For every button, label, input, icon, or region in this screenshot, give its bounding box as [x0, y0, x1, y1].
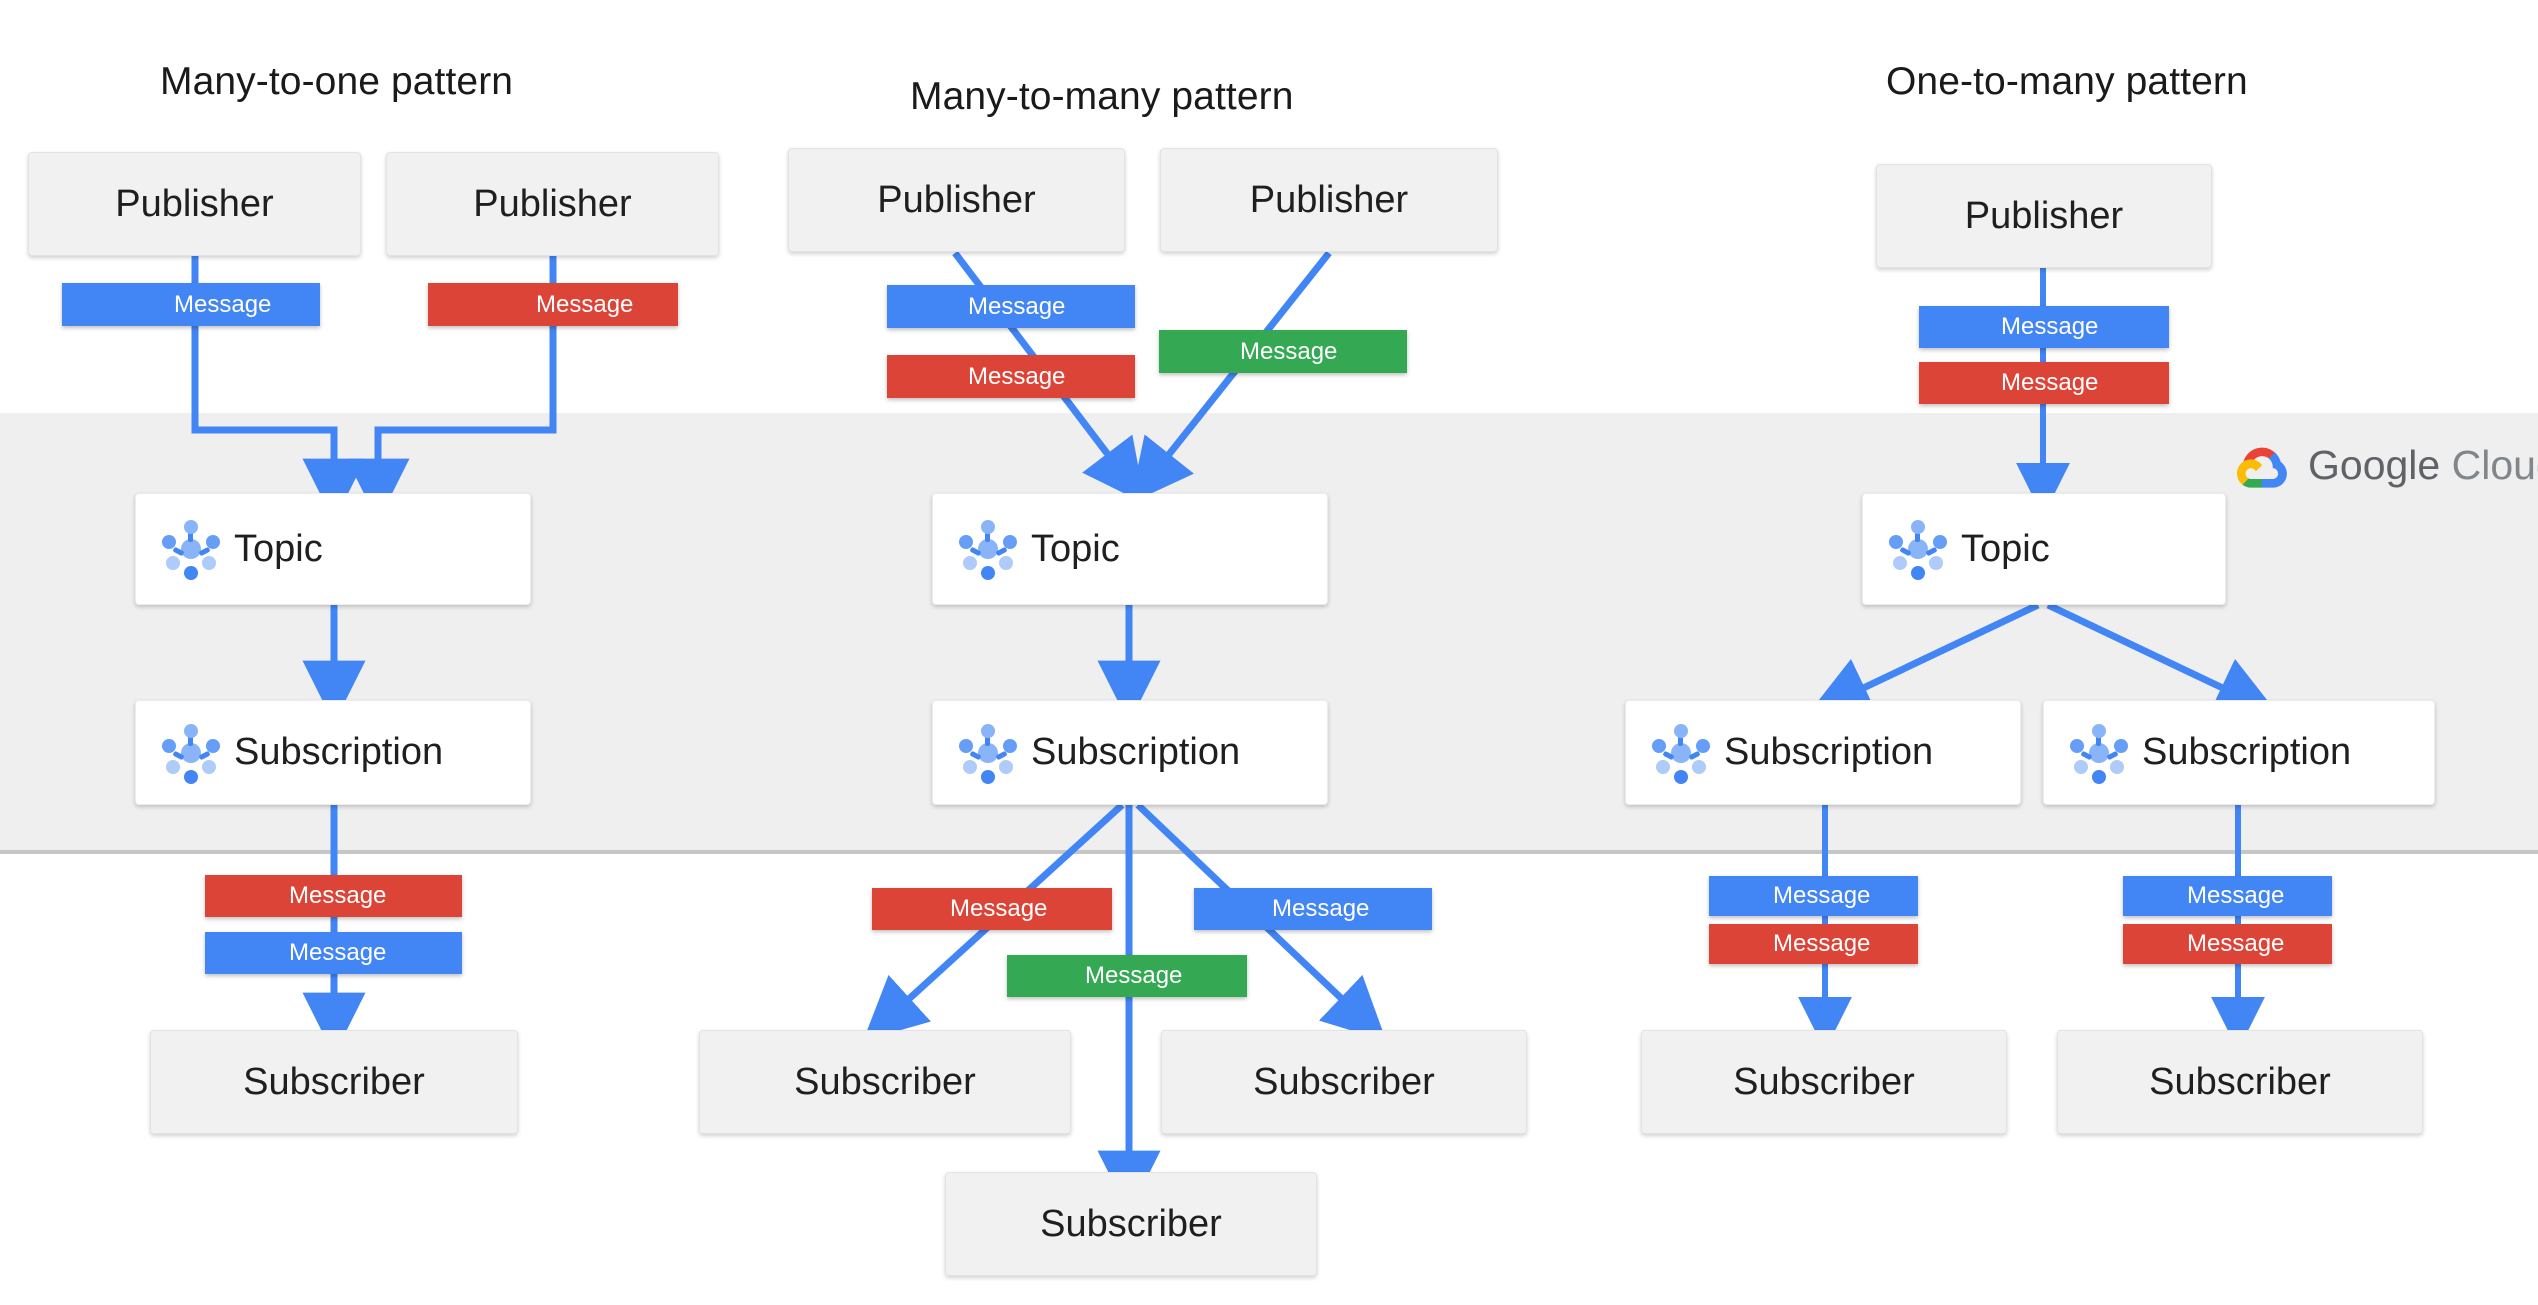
topic-node[interactable]: Topic — [135, 493, 531, 605]
subscriber-label: Subscriber — [1040, 1202, 1222, 1245]
subscriber-node[interactable]: Subscriber — [699, 1030, 1071, 1134]
message-chip: Message — [205, 875, 462, 917]
message-chip: Message — [1919, 306, 2169, 348]
message-label: Message — [1085, 962, 1183, 989]
message-label: Message — [968, 292, 1066, 320]
pubsub-topic-icon — [959, 520, 1017, 580]
topic-label: Topic — [1961, 527, 2050, 570]
subscriber-node[interactable]: Subscriber — [945, 1172, 1317, 1276]
publisher-label: Publisher — [877, 178, 1036, 221]
message-chip: Message — [428, 283, 678, 326]
message-chip: Message — [1007, 955, 1247, 997]
message-chip: Message — [62, 283, 320, 326]
message-chip: Message — [872, 888, 1112, 930]
pubsub-subscription-icon — [162, 723, 220, 784]
publisher-label: Publisher — [115, 182, 274, 225]
publisher-label: Publisher — [1249, 178, 1409, 221]
brand-google: Google — [2308, 442, 2441, 488]
topic-node[interactable]: Topic — [932, 493, 1328, 605]
subscriber-node[interactable]: Subscriber — [1161, 1030, 1527, 1134]
message-chip: Message — [2123, 924, 2332, 964]
pubsub-subscription-icon — [1652, 723, 1710, 784]
message-label: Message — [1240, 337, 1338, 365]
message-chip: Message — [1919, 362, 2169, 404]
message-chip: Message — [205, 932, 462, 974]
publisher-label: Publisher — [473, 182, 632, 225]
column-title-many-to-many: Many-to-many pattern — [910, 75, 1294, 118]
message-chip: Message — [887, 355, 1135, 398]
subscriber-label: Subscriber — [1733, 1060, 1915, 1103]
google-cloud-wordmark: Google Cloud — [2308, 442, 2538, 489]
subscription-node[interactable]: Subscription — [1625, 700, 2021, 805]
message-label: Message — [289, 882, 387, 909]
topic-label: Topic — [1031, 527, 1120, 570]
message-label: Message — [2187, 882, 2285, 909]
brand-cloud: Cloud — [2451, 442, 2538, 488]
column-title-one-to-many: One-to-many pattern — [1886, 60, 2248, 103]
column-title-many-to-one: Many-to-one pattern — [160, 60, 514, 103]
subscriber-node[interactable]: Subscriber — [150, 1030, 518, 1134]
message-label: Message — [2001, 313, 2099, 340]
pubsub-topic-icon — [162, 520, 220, 580]
message-chip: Message — [887, 285, 1135, 328]
subscription-node[interactable]: Subscription — [135, 700, 531, 805]
message-label: Message — [950, 895, 1048, 922]
message-chip: Message — [2123, 876, 2332, 916]
message-chip: Message — [1709, 876, 1918, 916]
subscriber-label: Subscriber — [243, 1060, 425, 1103]
message-label: Message — [2001, 369, 2099, 396]
subscription-node[interactable]: Subscription — [932, 700, 1328, 805]
message-label: Message — [536, 290, 634, 318]
publisher-node[interactable]: Publisher — [1160, 148, 1498, 252]
message-label: Message — [174, 290, 272, 318]
message-label: Message — [2187, 930, 2285, 957]
message-chip: Message — [1709, 924, 1918, 964]
pubsub-subscription-icon — [959, 723, 1017, 784]
subscription-label: Subscription — [2142, 731, 2352, 773]
subscriber-node[interactable]: Subscriber — [1641, 1030, 2007, 1134]
topic-label: Topic — [234, 527, 323, 570]
pubsub-topic-icon — [1889, 520, 1947, 580]
subscription-label: Subscription — [1724, 731, 1934, 773]
publisher-node[interactable]: Publisher — [788, 148, 1125, 252]
message-label: Message — [968, 362, 1066, 390]
subscriber-label: Subscriber — [2149, 1060, 2331, 1103]
topic-node[interactable]: Topic — [1862, 493, 2226, 605]
message-label: Message — [1773, 930, 1871, 957]
message-chip: Message — [1159, 330, 1407, 373]
publisher-node[interactable]: Publisher — [386, 152, 719, 256]
subscription-label: Subscription — [1031, 731, 1241, 773]
subscription-label: Subscription — [234, 731, 444, 773]
publisher-node[interactable]: Publisher — [1876, 164, 2212, 268]
message-label: Message — [289, 939, 387, 966]
publisher-label: Publisher — [1964, 194, 2124, 237]
google-cloud-logo-icon — [2237, 447, 2287, 488]
publisher-node[interactable]: Publisher — [28, 152, 361, 256]
message-label: Message — [1272, 895, 1370, 922]
subscription-node[interactable]: Subscription — [2043, 700, 2435, 805]
subscriber-label: Subscriber — [1253, 1060, 1435, 1103]
pubsub-subscription-icon — [2070, 723, 2128, 784]
subscriber-node[interactable]: Subscriber — [2057, 1030, 2423, 1134]
message-label: Message — [1773, 882, 1871, 909]
message-chip: Message — [1194, 888, 1432, 930]
google-cloud-brand-lockup: Google Cloud — [2236, 442, 2538, 489]
subscriber-label: Subscriber — [794, 1060, 976, 1103]
